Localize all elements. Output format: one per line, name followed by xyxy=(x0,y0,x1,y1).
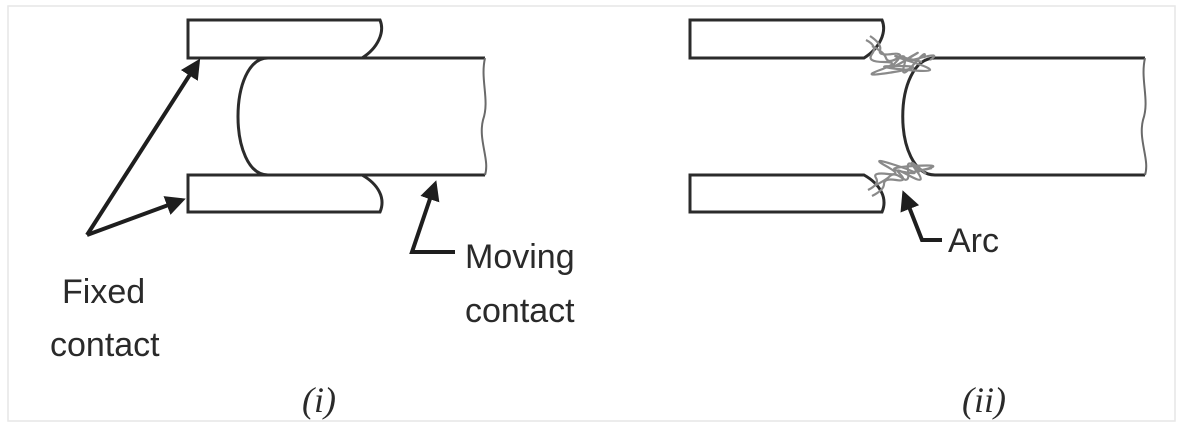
moving-contact-label-line1: Moving xyxy=(465,238,575,276)
fixed-contact-lower-arrow xyxy=(86,196,186,237)
fixed-contact-label-line2: contact xyxy=(50,326,160,364)
upper-arc xyxy=(865,35,936,76)
upper-fixed-contact-i xyxy=(186,18,384,60)
panel-ii: Arc (ii) xyxy=(688,18,1148,420)
moving-contact-arrow xyxy=(409,180,455,254)
panel-i: Fixed contact Moving contact (i) xyxy=(50,18,575,420)
upper-fixed-contact-ii xyxy=(688,18,886,60)
arc-label: Arc xyxy=(948,222,999,260)
fixed-contact-label-line1: Fixed xyxy=(62,273,145,311)
panel-i-caption: (i) xyxy=(302,380,336,420)
lower-fixed-contact-i xyxy=(186,173,384,214)
panel-ii-caption: (ii) xyxy=(962,380,1006,420)
frame-border xyxy=(7,5,1176,422)
moving-contact-rod-ii xyxy=(901,56,1145,177)
arc-arrow xyxy=(900,190,942,242)
moving-contact-label-line2: contact xyxy=(465,292,575,330)
moving-contact-rod-i xyxy=(236,56,485,177)
lower-arc xyxy=(867,159,935,197)
moving-contact-break-edge-i xyxy=(480,57,488,176)
moving-contact-break-edge-ii xyxy=(1140,57,1148,176)
fixed-contact-upper-arrow xyxy=(85,58,201,237)
lower-fixed-contact-ii xyxy=(688,173,886,214)
